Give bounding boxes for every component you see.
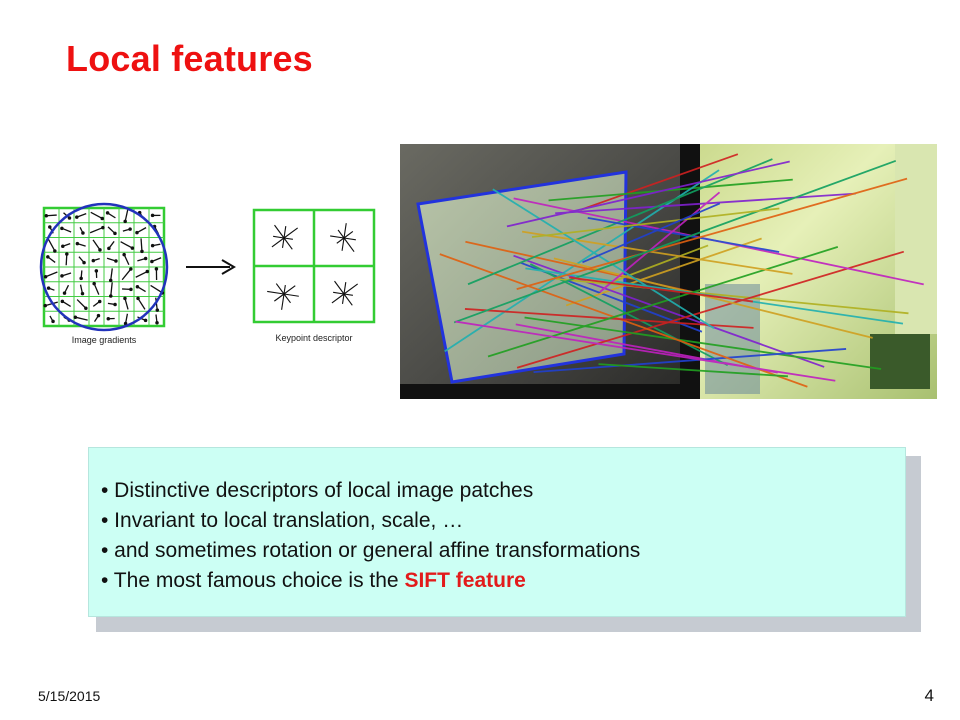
caption-image-gradients: Image gradients (72, 335, 137, 345)
detected-quad-outline (416, 170, 628, 384)
sift-descriptor-diagram: Image gradients Keypoint descriptor (39, 202, 376, 345)
bullet-item: • Invariant to local translation, scale,… (101, 509, 464, 532)
bullet-list: • Distinctive descriptors of local image… (101, 476, 640, 596)
arrow-right-icon (186, 259, 236, 275)
slide-title: Local features (66, 38, 313, 79)
bullet-item: • The most famous choice is the SIFT fea… (101, 566, 640, 596)
sift-highlight: SIFT feature (404, 569, 526, 592)
gaussian-window-circle (39, 202, 169, 332)
bullet-item: • and sometimes rotation or general affi… (101, 539, 641, 562)
keypoint-descriptor-grid (252, 208, 376, 324)
bullet-item: • Distinctive descriptors of local image… (101, 479, 534, 502)
bullet-box: • Distinctive descriptors of local image… (88, 447, 906, 617)
caption-keypoint-descriptor: Keypoint descriptor (275, 333, 352, 343)
page-number: 4 (924, 686, 934, 705)
bullet-item-text: • The most famous choice is the (101, 569, 405, 592)
footer-date: 5/15/2015 (38, 688, 101, 704)
feature-matching-photo (400, 144, 937, 399)
image-gradients-grid (39, 202, 169, 332)
match-lines (439, 153, 924, 388)
left-book-cover (418, 172, 626, 382)
